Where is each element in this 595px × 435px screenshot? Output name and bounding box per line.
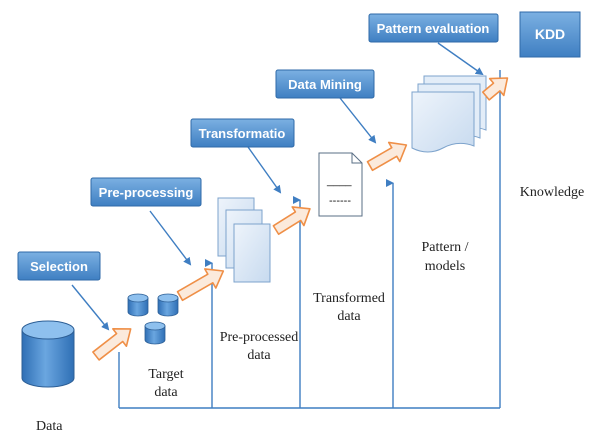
caption-transformed-line2: data: [337, 309, 361, 324]
flow-arrows: [92, 77, 509, 361]
pointer-pattern-evaluation: [437, 42, 484, 76]
flow-arrow-1: [92, 328, 132, 361]
caption-preprocessed-line1: Pre-processed: [220, 330, 299, 345]
step-label-pattern-evaluation: Pattern evaluation: [377, 21, 490, 36]
step-label-selection: Selection: [30, 259, 88, 274]
flow-arrow-2: [176, 268, 225, 302]
doc-line-1: ____: [326, 175, 352, 187]
pointer-transformation: [247, 146, 282, 194]
step-box-transformation: Transformatio: [190, 118, 295, 148]
caption-target-data-line1: Target: [148, 367, 183, 382]
flow-arrow-3: [272, 206, 311, 236]
transformed-data-doc-icon: ____ ------: [318, 152, 363, 217]
step-label-preprocessing: Pre-processing: [99, 185, 194, 200]
pointer-preprocessing: [149, 210, 192, 266]
step-box-preprocessing: Pre-processing: [90, 177, 202, 207]
caption-pattern-line1: Pattern /: [421, 240, 468, 255]
caption-data: Data: [36, 419, 63, 434]
caption-pattern-line2: models: [425, 259, 465, 274]
kdd-box: KDD: [519, 11, 581, 58]
caption-preprocessed-line2: data: [247, 348, 271, 363]
target-data-icon: [127, 293, 179, 345]
flow-arrow-4: [366, 141, 408, 172]
pointer-data-mining: [339, 97, 377, 144]
data-cylinder-icon: [21, 320, 75, 388]
step-box-selection: Selection: [17, 251, 101, 281]
step-label-data-mining: Data Mining: [288, 77, 362, 92]
pointer-selection: [71, 284, 110, 331]
pointer-arrows: [71, 42, 484, 331]
preprocessed-data-icon: [217, 197, 271, 283]
pattern-models-icon: [411, 75, 487, 153]
flow-arrow-5: [481, 77, 509, 101]
caption-knowledge: Knowledge: [520, 185, 585, 200]
caption-target-data-line2: data: [154, 385, 178, 400]
step-box-pattern-evaluation: Pattern evaluation: [368, 13, 499, 43]
feedback-lines: [118, 70, 501, 409]
step-label-transformation: Transformatio: [199, 126, 286, 141]
step-box-data-mining: Data Mining: [275, 69, 375, 99]
kdd-label: KDD: [535, 26, 565, 42]
caption-transformed-line1: Transformed: [313, 291, 385, 306]
doc-line-2: ------: [329, 195, 351, 207]
